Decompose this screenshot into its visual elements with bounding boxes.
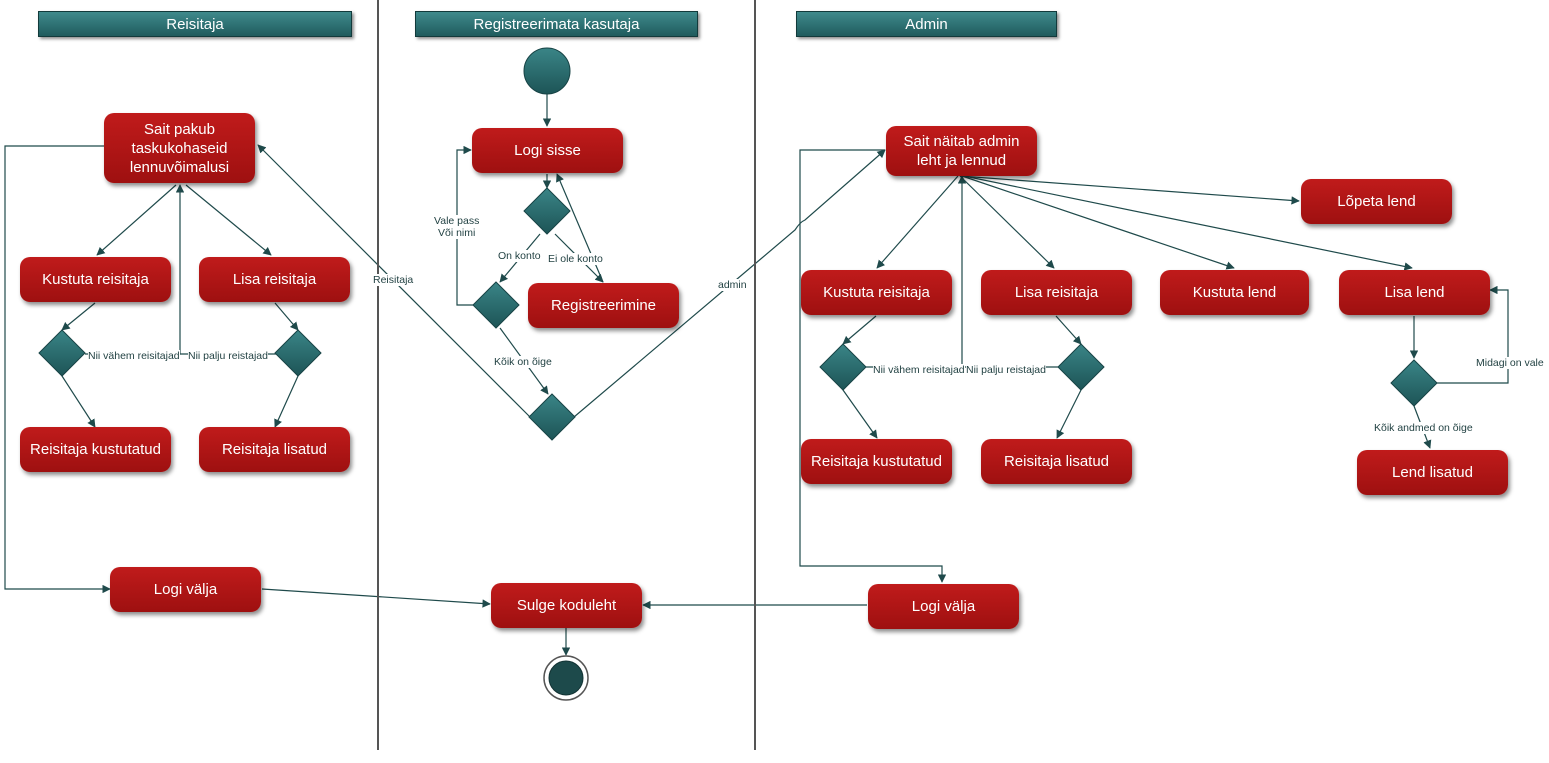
action-registreerimine: Registreerimine bbox=[528, 283, 679, 328]
action-a-lend-lisatud: Lend lisatud bbox=[1357, 450, 1508, 495]
lane-separator-2 bbox=[754, 0, 756, 750]
edge-registreerimine-to-logi-sisse bbox=[556, 173, 604, 283]
decision-r-lisa bbox=[274, 329, 322, 377]
edge-a-sait-to-lopeta bbox=[959, 175, 1300, 205]
edge-a-kustuta-to-decision bbox=[842, 315, 877, 345]
label-admin: admin bbox=[718, 279, 747, 291]
start-node bbox=[523, 47, 571, 95]
end-node-inner bbox=[548, 660, 584, 696]
lane-header-registreerimata: Registreerimata kasutaja bbox=[415, 11, 698, 37]
label-reisitaja: Reisitaja bbox=[373, 274, 414, 286]
edge-sait-to-lisa bbox=[185, 184, 272, 256]
action-a-kustuta-reisitaja: Kustuta reisitaja bbox=[801, 270, 952, 315]
action-a-reisitaja-lisatud: Reisitaja lisatud bbox=[981, 439, 1132, 484]
action-r-logi-valja: Logi välja bbox=[110, 567, 261, 612]
edge-decision-to-kustutatud bbox=[61, 375, 96, 428]
label-ei-ole-konto: Ei ole konto bbox=[548, 253, 603, 265]
edge-sait-to-kustuta bbox=[96, 184, 177, 256]
action-a-lisa-reisitaja: Lisa reisitaja bbox=[981, 270, 1132, 315]
label-vale-pass: Vale pass Või nimi bbox=[434, 215, 480, 239]
decision-login-3 bbox=[528, 393, 576, 441]
label-midagi-on-vale: Midagi on vale bbox=[1476, 357, 1544, 369]
action-r-lisa-reisitaja: Lisa reisitaja bbox=[199, 257, 350, 302]
decision-a-kustuta bbox=[819, 343, 867, 391]
edge-a-sait-to-kustuta-lend bbox=[961, 175, 1235, 270]
lane-header-admin: Admin bbox=[796, 11, 1057, 37]
decision-lisa-lend bbox=[1390, 359, 1438, 407]
edge-a-decision-to-lisatud bbox=[1056, 389, 1082, 439]
action-a-reisitaja-kustutatud: Reisitaja kustutatud bbox=[801, 439, 952, 484]
action-a-lisa-lend: Lisa lend bbox=[1339, 270, 1490, 315]
label-on-konto: On konto bbox=[498, 250, 541, 262]
lane-header-reisitaja: Reisitaja bbox=[38, 11, 352, 37]
label-a-nii-vahem: Nii vähem reisitajad bbox=[873, 364, 965, 376]
label-r-nii-vahem: Nii vähem reisitajad bbox=[88, 350, 180, 362]
action-logi-sisse: Logi sisse bbox=[472, 128, 623, 173]
action-a-logi-valja: Logi välja bbox=[868, 584, 1019, 629]
edge-logi-valja-to-sulge bbox=[261, 588, 491, 608]
label-koik-on-oige: Kõik on õige bbox=[494, 356, 552, 368]
edge-a-sait-to-lisa-reisitaja bbox=[959, 175, 1055, 269]
edge-lisa-to-decision bbox=[274, 302, 299, 331]
action-r-reisitaja-lisatud: Reisitaja lisatud bbox=[199, 427, 350, 472]
decision-r-kustuta bbox=[38, 329, 86, 377]
label-a-nii-palju: Nii palju reistajad bbox=[966, 364, 1046, 376]
edge-kustuta-to-decision bbox=[61, 302, 96, 331]
label-r-nii-palju: Nii palju reistajad bbox=[188, 350, 268, 362]
action-a-sait-naitab: Sait näitab admin leht ja lennud bbox=[886, 126, 1037, 176]
edge-a-sait-to-logi-valja bbox=[799, 149, 947, 583]
edge-sait-to-logi-valja bbox=[4, 145, 111, 594]
action-sulge-koduleht: Sulge koduleht bbox=[491, 583, 642, 628]
action-r-kustuta-reisitaja: Kustuta reisitaja bbox=[20, 257, 171, 302]
edge-a-decision-to-kustutatud bbox=[842, 389, 878, 439]
decision-a-lisa bbox=[1057, 343, 1105, 391]
lane-separator-1 bbox=[377, 0, 379, 750]
action-a-lopeta-lend: Lõpeta lend bbox=[1301, 179, 1452, 224]
edge-a-sait-to-kustuta-reisitaja bbox=[876, 175, 959, 269]
action-a-kustuta-lend: Kustuta lend bbox=[1160, 270, 1309, 315]
action-r-reisitaja-kustutatud: Reisitaja kustutatud bbox=[20, 427, 171, 472]
edge-a-sait-to-lisa-lend bbox=[963, 175, 1413, 271]
decision-login-2 bbox=[472, 281, 520, 329]
decision-login-1 bbox=[523, 187, 571, 235]
edge-decision-to-lisatud bbox=[274, 375, 299, 428]
edge-lend-decision-back bbox=[1437, 285, 1509, 384]
edge-a-lisa-to-decision bbox=[1055, 315, 1082, 345]
label-koik-andmed: Kõik andmed on õige bbox=[1374, 422, 1473, 434]
action-r-sait-pakub: Sait pakub taskukohaseid lennuvõimalusi bbox=[104, 113, 255, 183]
